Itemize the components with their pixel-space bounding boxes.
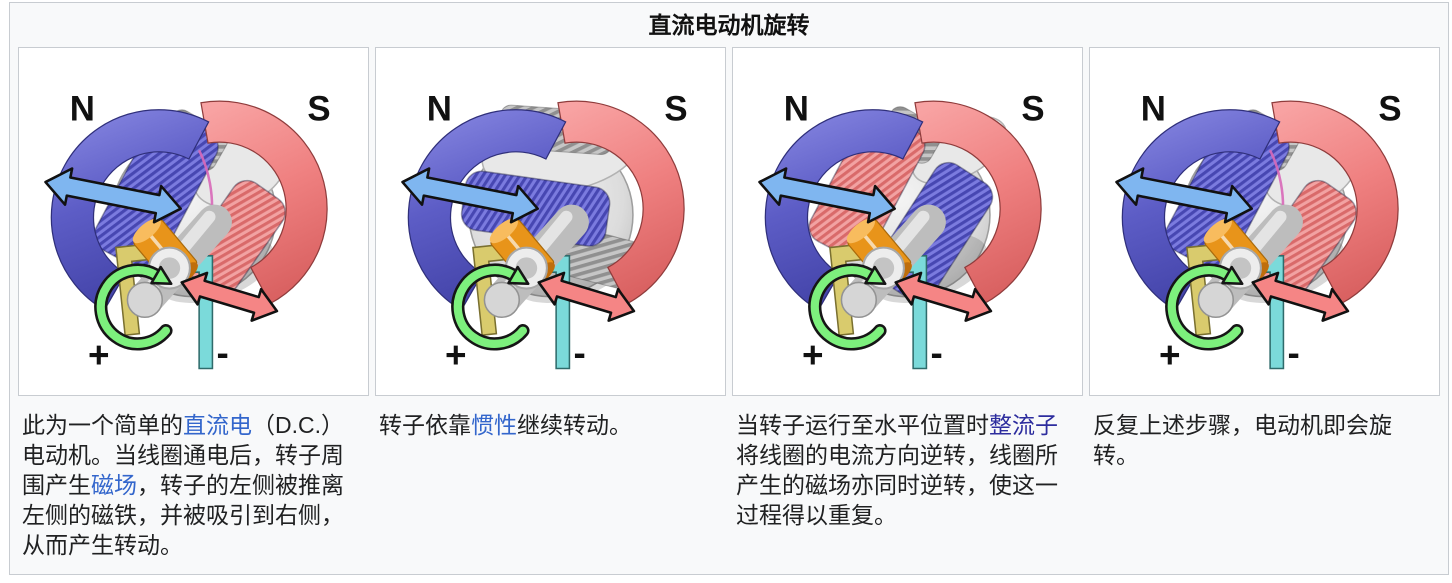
dc-motor-illustration: N S + -	[400, 89, 687, 375]
caption-text: 将线圈的电流方向逆转，线圈所产生的磁场亦同时逆转，使这一过程得以重复。	[736, 442, 1058, 528]
wiki-link[interactable]: 磁场	[91, 472, 137, 498]
south-pole-label: S	[307, 89, 330, 128]
figure-title: 直流电动机旋转	[648, 12, 810, 38]
magnet-north	[50, 108, 209, 311]
magnet-south	[913, 100, 1042, 304]
magnet-south	[1270, 100, 1399, 304]
south-pole-label: S	[1378, 89, 1401, 128]
plus-terminal-label: +	[87, 334, 109, 375]
caption-text: 当转子运行至水平位置时	[736, 412, 989, 438]
caption-text: 转子依靠	[379, 412, 471, 438]
force-arrow-blue-icon	[1114, 166, 1253, 223]
force-arrow-red-icon	[1250, 271, 1349, 322]
south-pole-label: S	[664, 89, 687, 128]
panel-caption-step-2: 转子依靠惯性继续转动。	[375, 396, 726, 560]
magnet-north	[407, 108, 566, 311]
magnet-south	[556, 100, 685, 304]
plus-terminal-label: +	[1158, 334, 1180, 375]
minus-terminal-label: -	[930, 332, 942, 373]
rotation-arrow-icon	[450, 262, 530, 350]
rotation-arrow-icon	[807, 262, 887, 350]
minus-terminal-label: -	[573, 332, 585, 373]
motor-image-step-1[interactable]: N S + -	[18, 47, 369, 396]
magnet-north	[764, 108, 923, 311]
dc-motor-illustration: N S + -	[43, 89, 330, 375]
force-arrow-blue-icon	[43, 166, 182, 223]
north-pole-label: N	[1140, 89, 1165, 128]
force-arrow-red-icon	[893, 271, 992, 322]
dc-motor-illustration: N S + -	[757, 89, 1044, 375]
caption-text: 此为一个简单的	[22, 412, 183, 438]
force-arrow-blue-icon	[400, 166, 539, 223]
shaft-end-cap	[126, 281, 163, 318]
dc-motor-illustration: N S + -	[1114, 89, 1401, 375]
plus-terminal-label: +	[444, 334, 466, 375]
minus-terminal-label: -	[216, 332, 228, 373]
motor-image-step-4[interactable]: N S + -	[1089, 47, 1440, 396]
panel-caption-step-1: 此为一个简单的直流电（D.C.）电动机。当线圈通电后，转子周围产生磁场，转子的左…	[18, 396, 369, 560]
dc-motor-figure: 直流电动机旋转	[9, 2, 1449, 575]
minus-terminal-label: -	[1287, 332, 1299, 373]
plus-terminal-label: +	[801, 334, 823, 375]
caption-text: 反复上述步骤，电动机即会旋转。	[1093, 412, 1392, 468]
caption-text: ，转子的左侧被推离左侧的磁铁，并被吸引到右侧，从而产生转动。	[22, 472, 344, 558]
north-pole-label: N	[426, 89, 451, 128]
force-arrow-blue-icon	[757, 166, 896, 223]
magnet-south	[199, 100, 328, 304]
caption-text: 继续转动。	[517, 412, 632, 438]
shaft-end-cap	[840, 281, 877, 318]
magnet-north	[1121, 108, 1280, 311]
caption-row: 此为一个简单的直流电（D.C.）电动机。当线圈通电后，转子周围产生磁场，转子的左…	[18, 396, 1441, 560]
rotation-arrow-icon	[93, 262, 173, 350]
rotation-arrow-icon	[1164, 262, 1244, 350]
motor-image-step-3[interactable]: N S + -	[732, 47, 1083, 396]
wiki-link[interactable]: 直流电	[183, 412, 252, 438]
image-row: N S + -	[18, 47, 1441, 396]
wiki-link[interactable]: 惯性	[471, 412, 517, 438]
wiki-link[interactable]: 整流子	[989, 412, 1058, 438]
force-arrow-red-icon	[536, 271, 635, 322]
south-pole-label: S	[1021, 89, 1044, 128]
north-pole-label: N	[783, 89, 808, 128]
panel-caption-step-4: 反复上述步骤，电动机即会旋转。	[1089, 396, 1440, 560]
caption-text: （D.C.）电动机。当线圈通电后，转子周围产生	[22, 412, 344, 498]
motor-image-step-2[interactable]: N S + -	[375, 47, 726, 396]
shaft-end-cap	[483, 281, 520, 318]
shaft-end-cap	[1197, 281, 1234, 318]
north-pole-label: N	[69, 89, 94, 128]
panel-caption-step-3: 当转子运行至水平位置时整流子将线圈的电流方向逆转，线圈所产生的磁场亦同时逆转，使…	[732, 396, 1083, 560]
force-arrow-red-icon	[179, 271, 278, 322]
